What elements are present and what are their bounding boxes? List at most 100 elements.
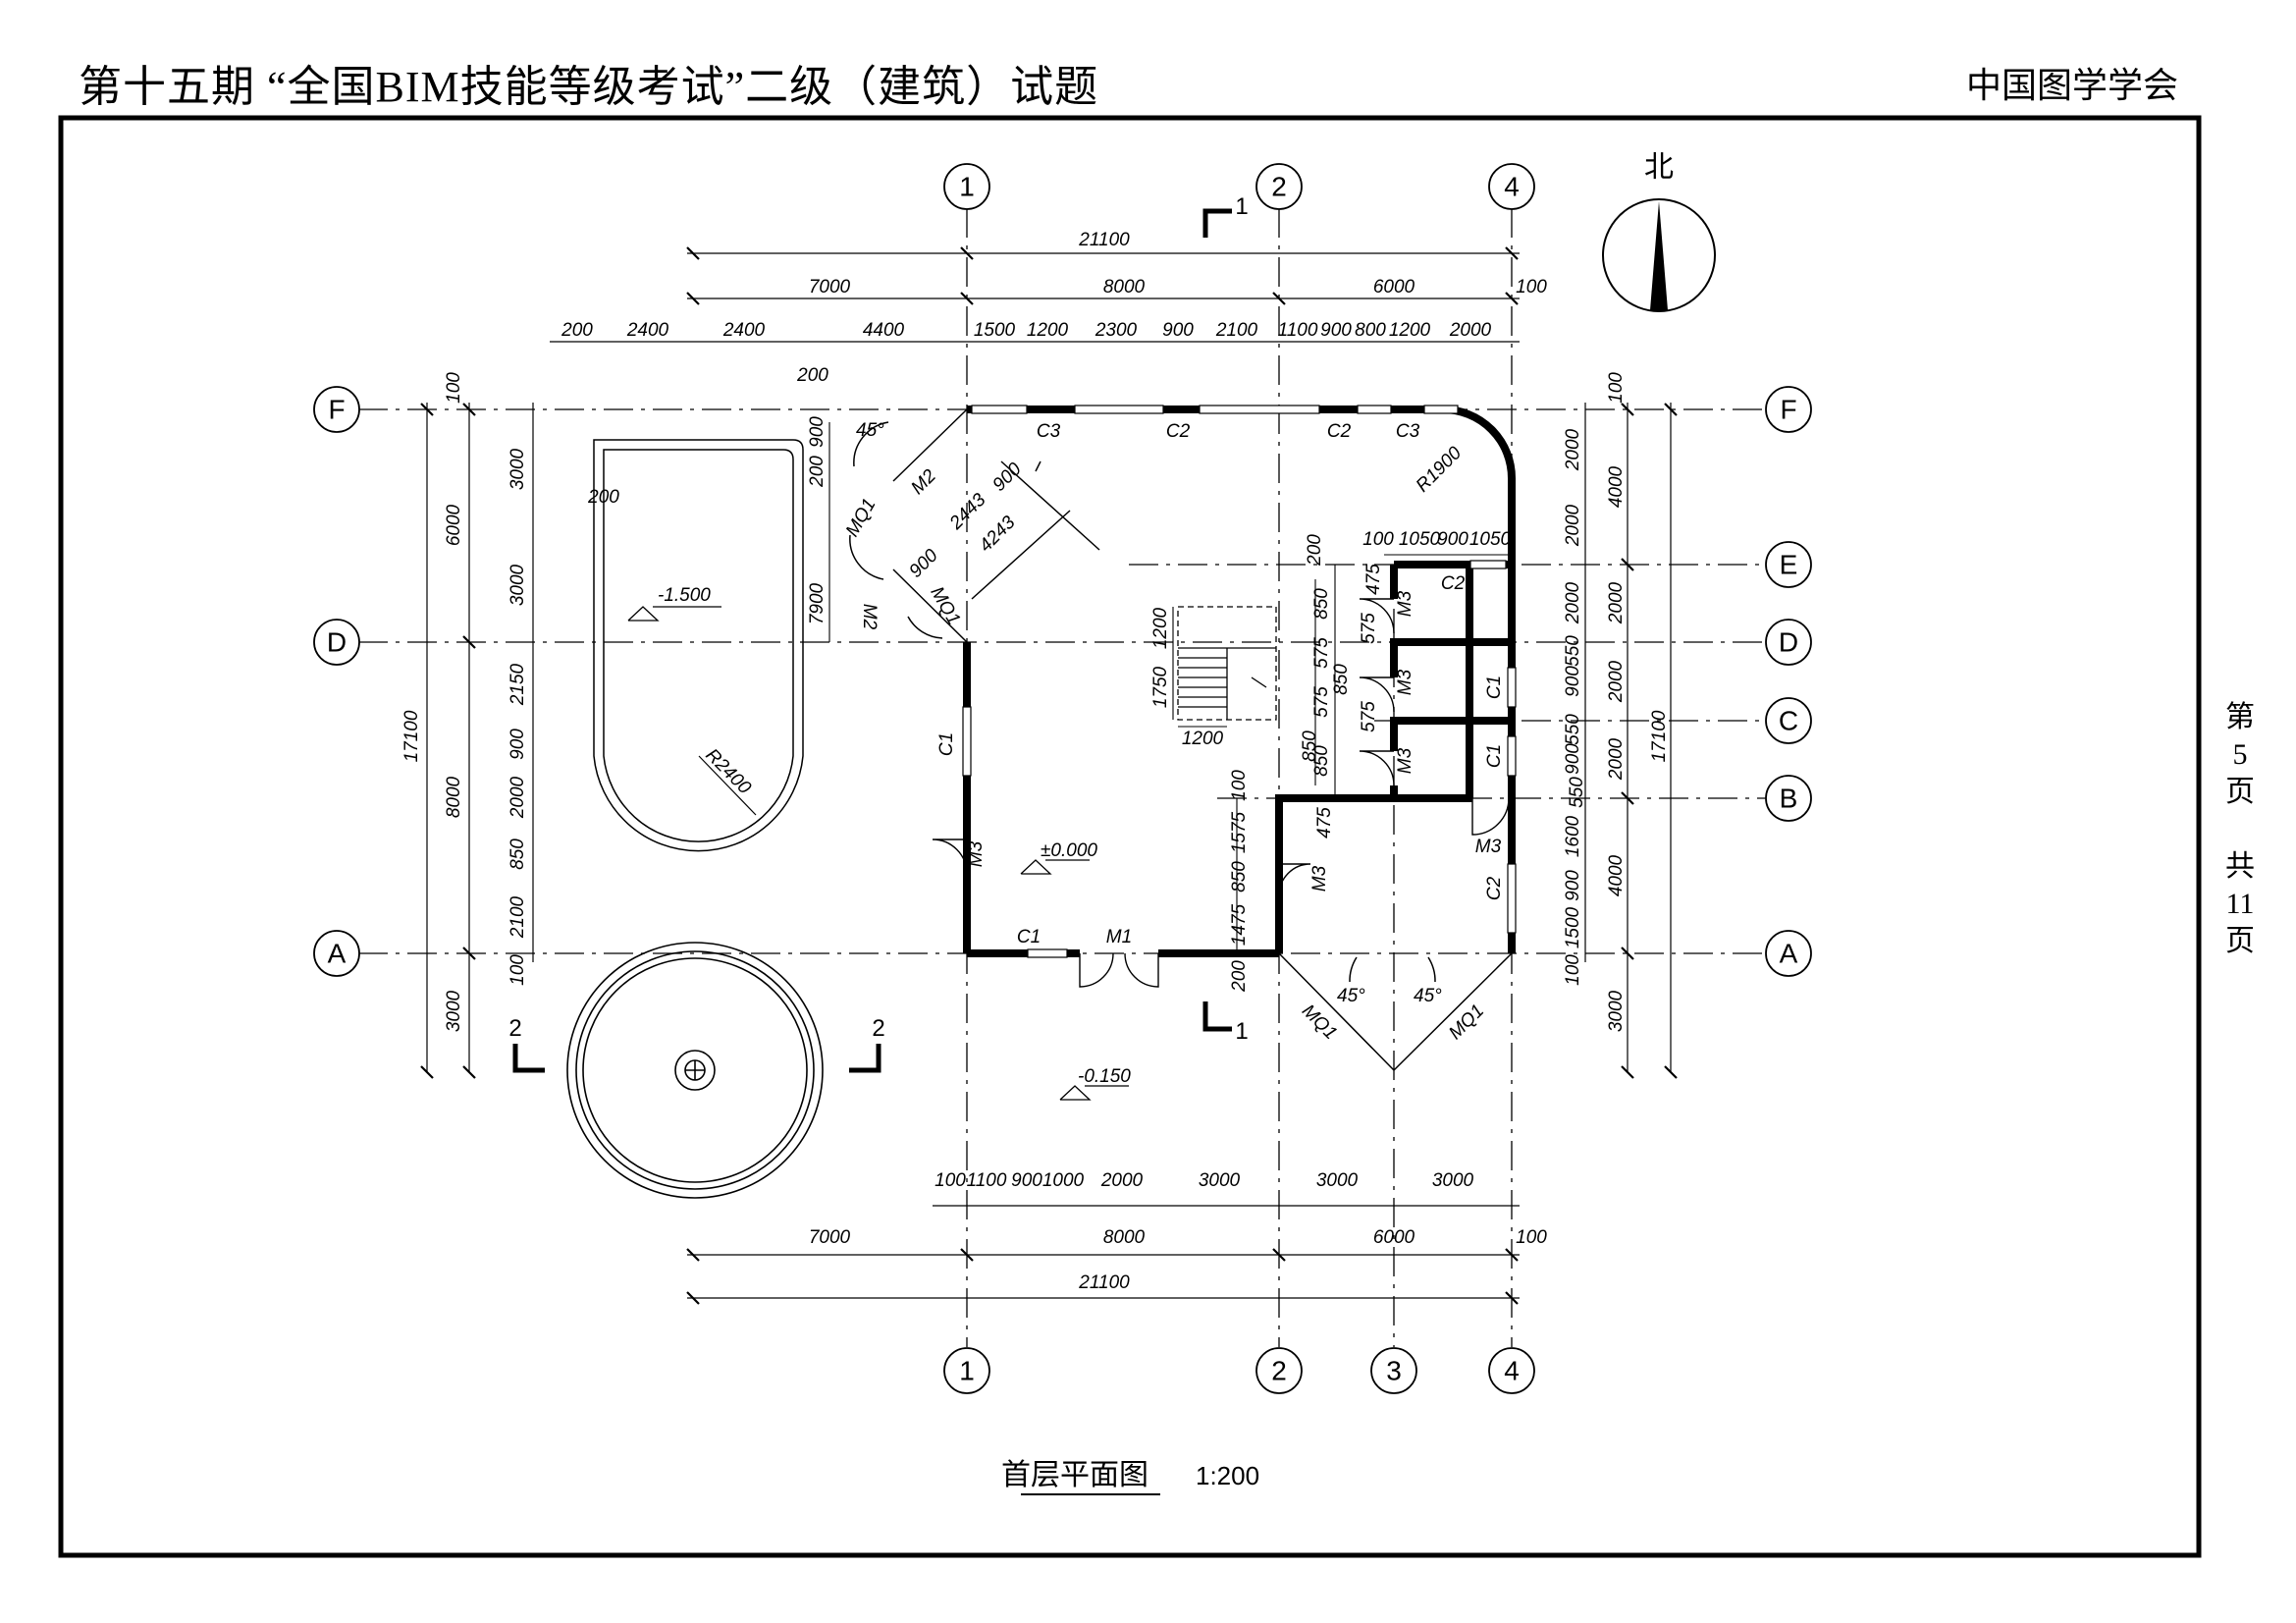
windows <box>962 405 1517 958</box>
interior-dim-text: 900 <box>807 416 828 448</box>
dim-text: 550 <box>1563 714 1583 745</box>
dim-text: 21100 <box>1078 1272 1130 1293</box>
south-entrance-lines <box>1278 952 1513 1071</box>
axis-bubble <box>1488 1347 1535 1394</box>
window-tag: C1 <box>1017 927 1041 947</box>
dim-text: 4400 <box>863 320 905 341</box>
interior-dim-text: 575 <box>1311 637 1332 669</box>
section-mark-label: 2 <box>508 1015 521 1042</box>
interior-dim-text: 2443 <box>945 489 990 534</box>
interior-dim-text: 1050 <box>1469 529 1512 550</box>
north-label: 北 <box>1644 151 1674 184</box>
door-tag: M2 <box>907 465 940 499</box>
dim-text: 2100 <box>1215 320 1258 341</box>
dim-text: 2000 <box>1563 428 1583 471</box>
section-marks <box>512 208 1232 1073</box>
dim-text: 200 <box>561 320 593 341</box>
dim-text: 3000 <box>1199 1170 1241 1191</box>
page-note-char: 11 <box>2225 888 2255 920</box>
radius-label: R2400 <box>701 745 755 799</box>
axis-bubble <box>1765 386 1812 433</box>
dim-text: 1000 <box>1042 1170 1085 1191</box>
staircase <box>1177 606 1277 721</box>
dim-text: 17100 <box>401 710 422 762</box>
window-tag: C3 <box>1037 421 1061 442</box>
interior-dim-text: 100 <box>1362 529 1394 550</box>
pool <box>593 439 804 852</box>
dim-text: 2000 <box>1563 581 1583 624</box>
interior-dim-text: 4243 <box>976 512 1020 556</box>
window-tag: C3 <box>1396 421 1420 442</box>
radius-label: R1900 <box>1413 443 1467 497</box>
dim-text: 100 <box>1606 372 1627 404</box>
organization-name: 中国图学学会 <box>1965 66 2178 105</box>
axis-label: 4 <box>1504 172 1520 202</box>
angle-label: 45° <box>1337 986 1365 1006</box>
sheet-border <box>58 115 2202 1558</box>
axis-bubble <box>1370 1347 1417 1394</box>
dim-text: 4000 <box>1606 465 1627 508</box>
page-note-char: 第 <box>2225 701 2255 733</box>
dim-text: 900 <box>1320 320 1352 341</box>
page-number-note: 第 5 页 共 11 页 <box>2220 699 2260 960</box>
dim-text: 900 <box>1011 1170 1042 1191</box>
elevation-label: ±0.000 <box>1041 840 1097 861</box>
interior-dim-text: 1575 <box>1229 811 1250 853</box>
axis-bubble <box>1765 619 1812 666</box>
entrance-diagonal <box>849 408 1100 643</box>
interior-dim-text: 200 <box>807 456 828 488</box>
interior-dim-text: 850 <box>1331 664 1352 695</box>
dim-text: 550 <box>1563 635 1583 667</box>
dim-text: 17100 <box>1649 710 1670 762</box>
dimension-lines <box>420 246 1678 1305</box>
axis-bubble <box>313 386 360 433</box>
dim-text: 850 <box>507 839 528 870</box>
axis-label: D <box>1779 627 1798 658</box>
dim-text: 100 <box>444 372 464 404</box>
axis-label: 1 <box>959 172 975 202</box>
axis-bubble <box>1765 930 1812 977</box>
door-tag: M3 <box>1309 865 1330 892</box>
dim-text: 6000 <box>444 504 464 546</box>
interior-dim-text: 900 <box>988 459 1026 496</box>
axis-bubble <box>1255 163 1303 210</box>
section-mark-label: 2 <box>872 1015 884 1042</box>
axis-label: 3 <box>1386 1356 1402 1386</box>
dim-text: 6000 <box>1373 277 1415 298</box>
axis-bubble <box>313 930 360 977</box>
dim-text: 4000 <box>1606 854 1627 896</box>
drawing-title: 首层平面图 <box>1001 1459 1148 1491</box>
window-tag: C2 <box>1327 421 1352 442</box>
door-tag: M3 <box>1475 837 1502 857</box>
door-tag: M3 <box>1395 669 1415 695</box>
interior-dim-text: 575 <box>1359 613 1379 644</box>
dim-text: 100 <box>934 1170 966 1191</box>
dim-text: 2000 <box>1606 660 1627 703</box>
window-tag: C2 <box>1166 421 1191 442</box>
dim-text: 2400 <box>626 320 669 341</box>
dim-text: 1100 <box>1278 320 1318 341</box>
window-tag: C1 <box>1484 676 1505 699</box>
page-note-char: 共 <box>2225 850 2255 883</box>
door-tag: M3 <box>966 840 987 867</box>
dim-text: 8000 <box>444 776 464 818</box>
door-tag: MQ1 <box>926 583 964 628</box>
dim-text: 100 <box>507 954 528 986</box>
axis-bubbles <box>313 163 1812 1394</box>
axis-label: A <box>328 939 347 969</box>
north-arrow: 北 <box>1602 151 1716 312</box>
interior-dim-text: 1750 <box>1150 666 1171 708</box>
interior-dim-text: 200 <box>587 487 619 508</box>
interior-dim-text: 1200 <box>1182 729 1224 749</box>
dim-text: 2000 <box>1563 504 1583 547</box>
interior-dim-text: 850 <box>1311 745 1332 777</box>
dim-text: 8000 <box>1103 1227 1146 1248</box>
interior-dim-text: 475 <box>1363 564 1384 595</box>
interior-dim-text: 850 <box>1311 588 1332 620</box>
dim-text: 900 <box>1162 320 1194 341</box>
interior-dim-text: 200 <box>1305 534 1325 567</box>
dim-text: 100 <box>1516 277 1547 298</box>
door-tag: MQ1 <box>1298 1001 1341 1044</box>
dim-text: 3000 <box>507 564 528 606</box>
dim-text: 900 <box>1563 666 1583 697</box>
